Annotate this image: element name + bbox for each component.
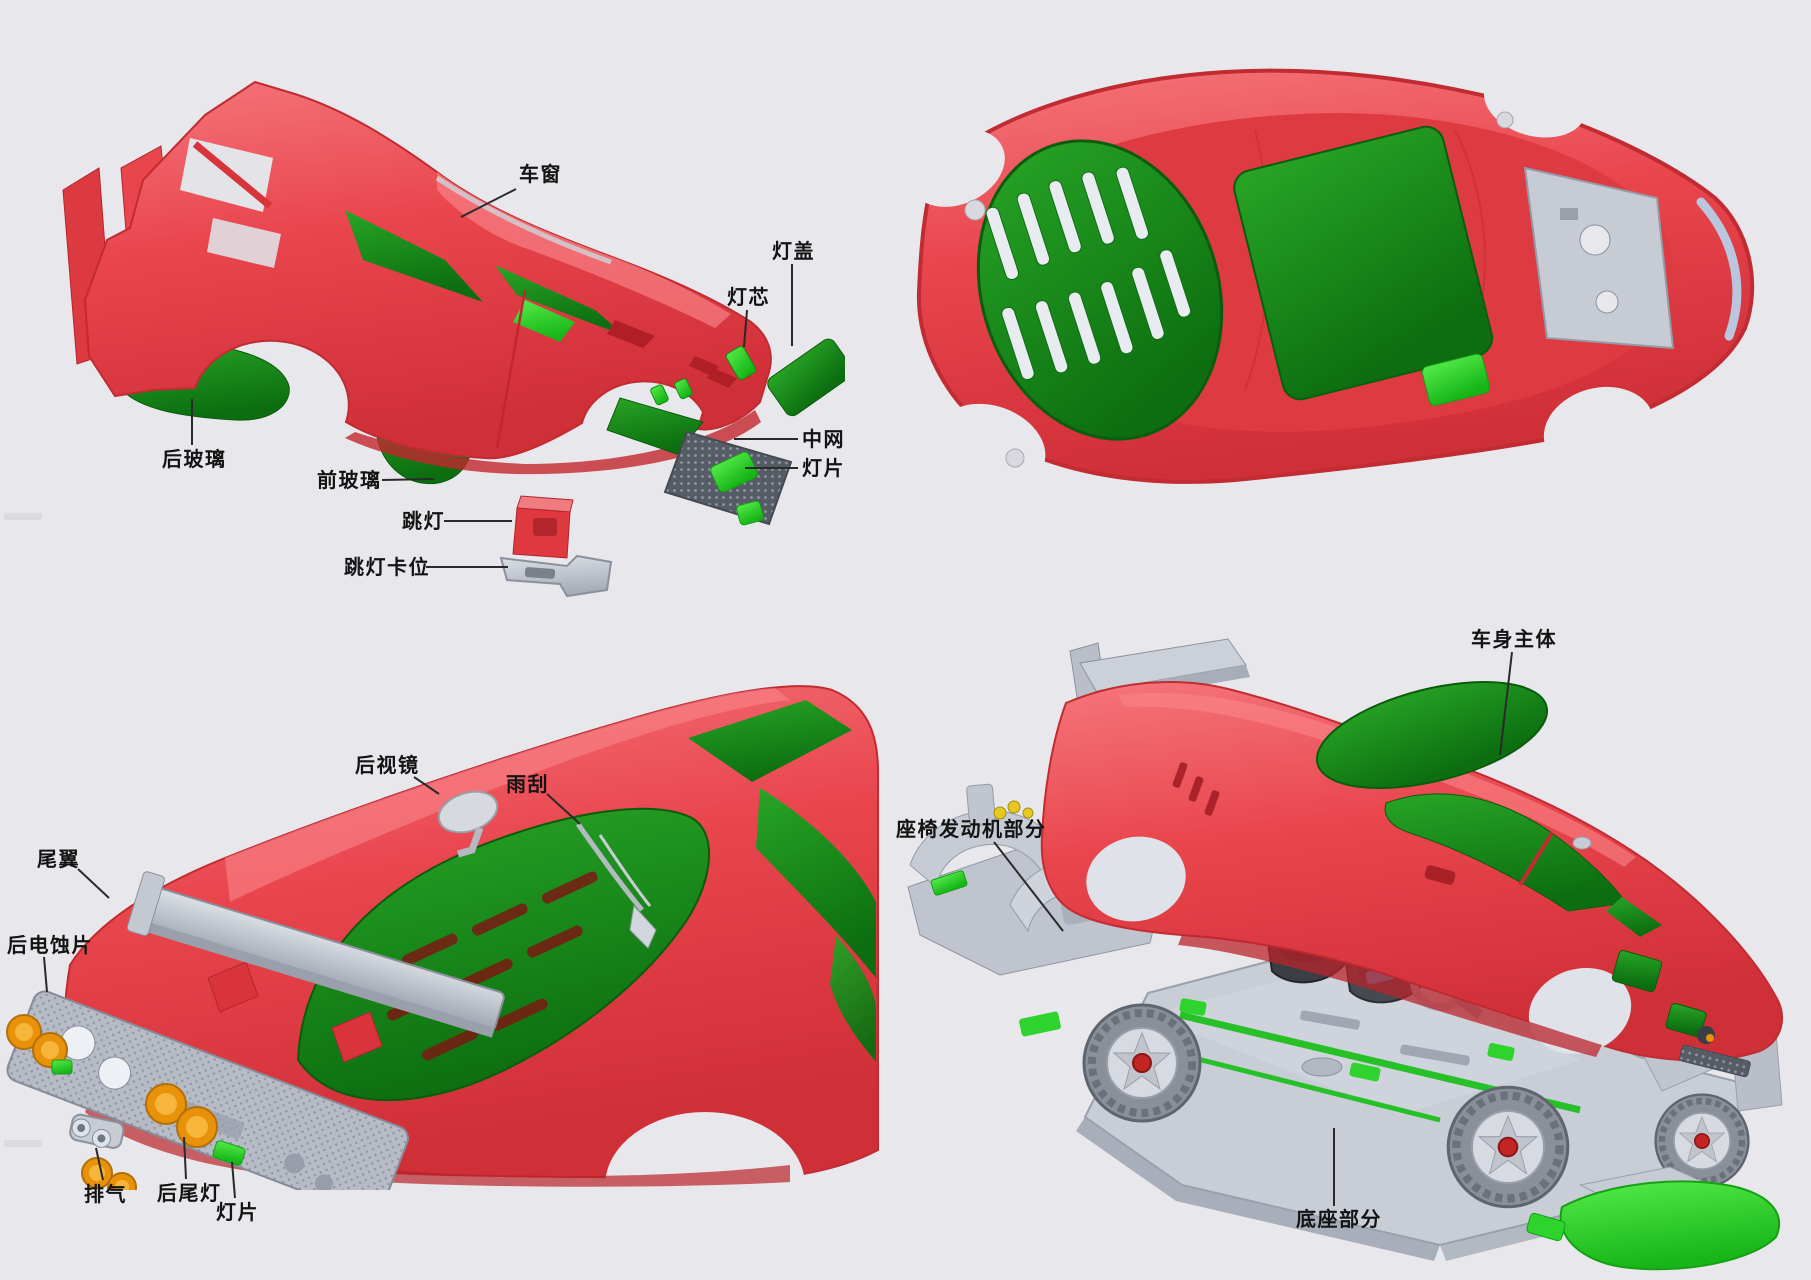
window-piece-bright — [674, 378, 693, 400]
part-label-lamp-core: 灯芯 — [727, 285, 770, 309]
part-label-front-glass: 前玻璃 — [317, 468, 382, 492]
part-label-wiper: 雨刮 — [506, 772, 549, 796]
exhaust-part — [69, 1113, 125, 1149]
part-label-etched-plate: 后电蚀片 — [7, 933, 93, 957]
lamp-lens-part — [51, 1059, 73, 1075]
front-lamp-cover-green — [1611, 950, 1663, 992]
etched-plate-part — [6, 990, 409, 1190]
lamp-lens-part — [736, 500, 764, 526]
part-label-rear-glass: 后玻璃 — [162, 447, 227, 471]
part-label-popup-lamp-mount: 跳灯卡位 — [344, 555, 430, 579]
body-shell-underside-view — [909, 66, 1755, 489]
headlamp-orange — [1706, 1034, 1714, 1042]
popup-lamp-mount-part — [499, 554, 613, 598]
side-window-glass — [830, 936, 876, 1062]
door-seam — [495, 289, 527, 449]
fender-louvres — [1172, 762, 1456, 885]
engine-cover-glass — [1315, 681, 1549, 789]
faint-watermark — [4, 513, 42, 520]
a-pillar — [1518, 831, 1554, 887]
rear-right-wheel — [1448, 1087, 1567, 1206]
chassis-bracket — [1523, 166, 1675, 350]
part-label-tail-lamp: 后尾灯 — [157, 1181, 222, 1205]
window-piece-bright — [650, 384, 669, 406]
part-label-base-section: 底座部分 — [1296, 1207, 1382, 1231]
door-window-glass — [495, 265, 625, 336]
roof-window-glass — [688, 700, 852, 782]
wheel-arch-notch — [936, 403, 1046, 489]
wheel-arch-notch — [909, 129, 1005, 207]
chassis-base — [1019, 935, 1783, 1261]
window-piece-bright — [513, 300, 575, 342]
mirror-part — [437, 790, 499, 858]
part-label-seat-engine: 座椅发动机部分 — [896, 817, 1047, 841]
lamp-cover-part — [767, 338, 845, 417]
tail-brace — [192, 141, 273, 209]
part-label-grille: 中网 — [802, 427, 845, 451]
part-label-lamp-lens-rear: 灯片 — [216, 1200, 259, 1224]
side-window-glass — [1606, 897, 1662, 937]
windshield-channel — [1696, 197, 1742, 341]
part-label-body-shell: 车身主体 — [1471, 627, 1557, 651]
mount-hole — [964, 199, 986, 221]
windshield-edge — [435, 175, 612, 265]
front-quarter-exploded-view — [62, 80, 845, 598]
rear-wing-part — [126, 871, 505, 1038]
part-label-lamp-cover: 灯盖 — [772, 239, 815, 263]
windshield-glass — [756, 788, 876, 978]
wing-strut — [207, 961, 259, 1013]
splitter-clip-green — [1526, 1212, 1566, 1242]
front-splitter-green — [1559, 1180, 1781, 1271]
part-label-window: 车窗 — [519, 162, 562, 186]
tail-opening — [207, 218, 281, 268]
front-left-wheel — [1084, 1005, 1200, 1121]
wheel-arch-notch — [1086, 836, 1186, 922]
mount-hole — [1496, 111, 1514, 129]
front-grille-mesh — [1679, 1044, 1751, 1078]
body-lower-shade — [345, 410, 761, 475]
engine-cover-glass — [296, 807, 710, 1102]
wing-strut — [331, 1011, 383, 1063]
part-label-mirror: 后视镜 — [355, 753, 420, 777]
part-label-exhaust: 排气 — [84, 1182, 127, 1206]
part-label-rear-wing: 尾翼 — [37, 847, 80, 871]
part-label-popup-lamp: 跳灯 — [402, 509, 445, 533]
floor-panel-green — [1233, 125, 1494, 401]
engine-vent-cover — [976, 139, 1224, 441]
wiper-part — [575, 822, 657, 949]
mount-hole — [1005, 448, 1025, 468]
windshield-lens-part — [606, 397, 704, 455]
floor-clip-green — [1421, 353, 1491, 406]
wheel-arch-notch — [1543, 386, 1655, 474]
mirror-small — [1572, 836, 1592, 850]
body-lower-shade — [1178, 935, 1602, 1057]
popup-lamp-part — [512, 495, 574, 559]
tail-lamp-part — [6, 1014, 68, 1068]
fender-louvre — [707, 368, 737, 388]
lamp-core-part — [725, 345, 757, 381]
tail-lamp-part — [145, 1083, 218, 1148]
lamp-lens-part — [212, 1140, 246, 1166]
body-chassis-exploded-view — [907, 638, 1784, 1271]
rear-quarter-exploded-view — [6, 685, 879, 1190]
lamp-lens-part — [710, 451, 758, 493]
faint-watermark — [4, 1140, 42, 1147]
body-highlight — [225, 688, 790, 902]
quarter-window-glass — [345, 210, 483, 302]
part-label-lamp-lens: 灯片 — [802, 456, 845, 480]
hood-naca-duct — [607, 320, 655, 348]
front-lamp-cover-green — [1665, 1002, 1707, 1038]
